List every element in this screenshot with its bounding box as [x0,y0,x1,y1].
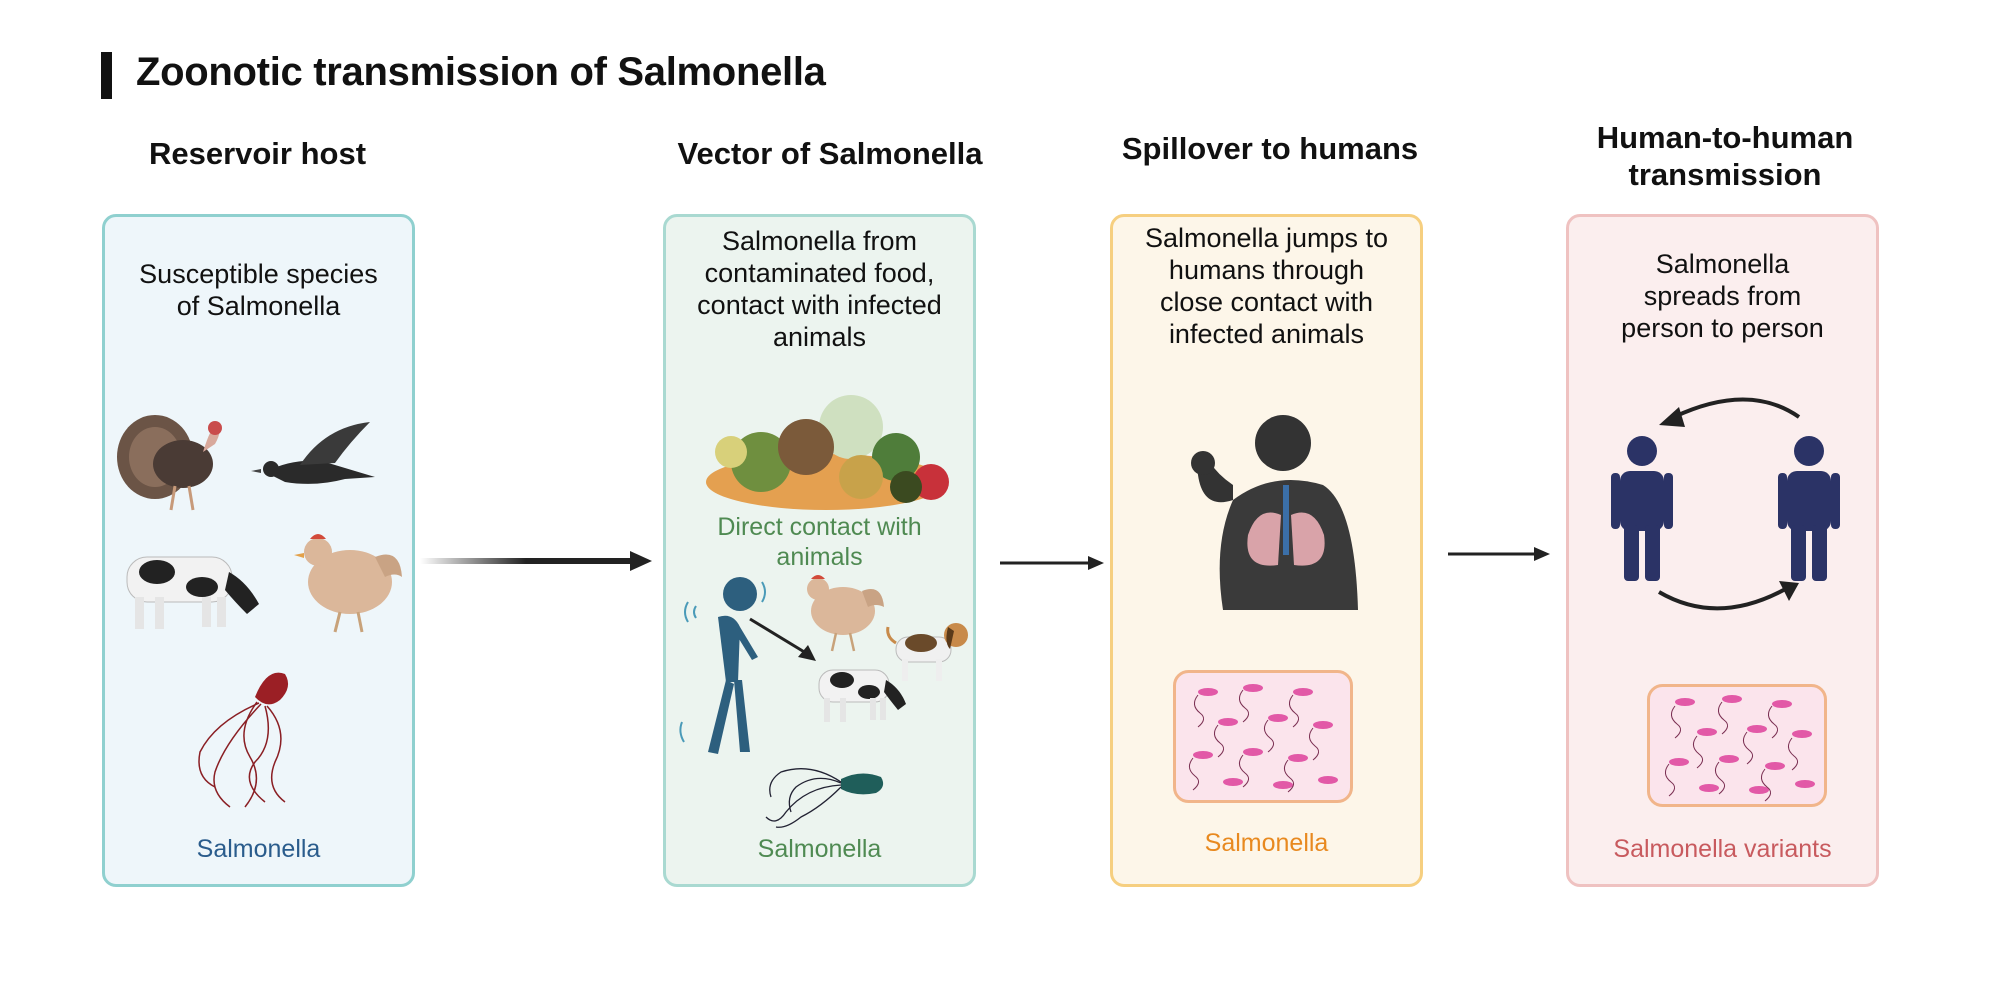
reservoir-description: Susceptible species of Salmonella [139,259,378,321]
human-label: Salmonella variants [1613,835,1832,863]
heading-vector: Vector of Salmonella [677,136,983,171]
figure-title: Zoonotic transmission of Salmonella [136,50,826,94]
person-lungs-icon [1191,415,1358,610]
direct-contact-label: Direct contact with animals [717,513,922,571]
heading-human-transmission: Human-to-human transmission [1596,120,1854,192]
salmonella-bacterium-icon [198,672,289,808]
heading-spillover: Spillover to humans [1121,131,1419,166]
bacteria-culture-icon [1647,684,1827,807]
dog-icon [886,623,968,681]
food-pile-icon [706,395,949,510]
panel-reservoir-host: Susceptible species of Salmonella [102,214,415,887]
chicken-icon [294,534,402,633]
title-accent-bar [101,52,112,99]
person-right-icon [1778,436,1840,581]
bacteria-culture-icon [1173,670,1353,803]
arrow-vector-to-spillover [1000,556,1104,570]
chicken-icon [807,575,884,652]
cow-icon [818,669,906,722]
panel-vector: Salmonella from contaminated food, conta… [663,214,976,887]
human-description: Salmonella spreads from person to person [1621,249,1824,343]
arrow-spillover-to-human [1448,547,1550,561]
cow-icon [126,556,259,629]
vector-label: Salmonella [757,835,882,863]
person-left-icon [1611,436,1673,581]
heading-reservoir-host: Reservoir host [148,136,367,171]
spillover-label: Salmonella [1204,829,1329,857]
vector-description: Salmonella from contaminated food, conta… [697,226,942,352]
crow-icon [251,422,375,484]
panel-human-transmission: Salmonella spreads from person to person [1566,214,1879,887]
cycle-arrows-icon [1657,397,1801,611]
spillover-description: Salmonella jumps to humans through close… [1144,223,1389,349]
turkey-icon [117,415,222,511]
reservoir-label: Salmonella [196,835,321,863]
salmonella-bacterium-icon [765,768,884,828]
contact-arrow-icon [749,617,816,661]
arrow-reservoir-to-vector [420,551,652,571]
panel-spillover: Salmonella jumps to humans through close… [1110,214,1423,887]
sick-person-icon [679,577,766,754]
